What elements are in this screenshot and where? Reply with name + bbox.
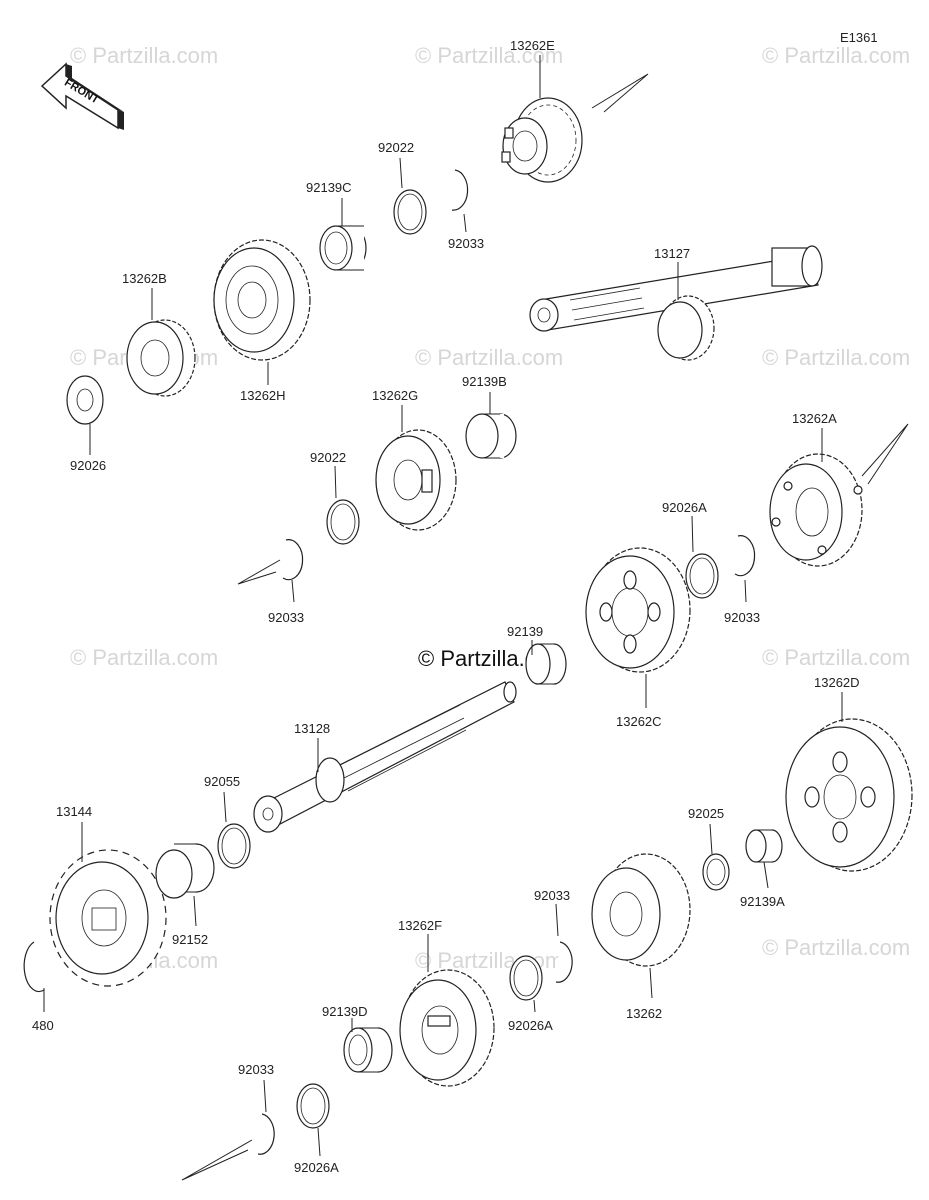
circlip-92033: [257, 1113, 275, 1155]
watermark: © Partzilla.com: [762, 43, 910, 68]
label-92055: 92055: [204, 774, 240, 789]
label-92139D: 92139D: [322, 1004, 368, 1019]
gear-13262B: [126, 319, 196, 397]
washer-92026A: [509, 955, 543, 1001]
label-92033: 92033: [724, 610, 760, 625]
label-92033: 92033: [268, 610, 304, 625]
washer-92022: [393, 189, 427, 235]
washer-92026A: [296, 1083, 330, 1129]
label-13144: 13144: [56, 804, 92, 819]
label-13262F: 13262F: [398, 918, 442, 933]
watermark: © Partzilla.com: [70, 43, 218, 68]
label-92026A: 92026A: [662, 500, 707, 515]
gear-13262A: [769, 453, 863, 567]
shaft-13127: [529, 245, 823, 361]
gear-13262C: [585, 547, 691, 673]
label-13262E: 13262E: [510, 38, 555, 53]
bushing-92139A: [745, 829, 783, 863]
label-13262H: 13262H: [240, 388, 286, 403]
watermark: © Partzilla.com: [762, 345, 910, 370]
bearing-92139C: [319, 225, 367, 271]
circlip-92033: [282, 539, 304, 581]
label-13262A: 13262A: [792, 411, 837, 426]
label-92026A: 92026A: [294, 1160, 339, 1175]
label-92026: 92026: [70, 458, 106, 473]
watermark: © Partzilla.com: [762, 645, 910, 670]
gear-13262F: [399, 969, 495, 1087]
watermark: © Partzilla.com: [415, 345, 563, 370]
label-13128: 13128: [294, 721, 330, 736]
label-92022: 92022: [310, 450, 346, 465]
label-92139C: 92139C: [306, 180, 352, 195]
label-92139B: 92139B: [462, 374, 507, 389]
gear-13262: [591, 853, 691, 967]
bushing-92139B: [465, 413, 517, 459]
watermark: © Partzilla.com: [70, 645, 218, 670]
label-92033: 92033: [534, 888, 570, 903]
watermark: © Partzilla.com: [762, 935, 910, 960]
gear-13262H: [213, 239, 311, 361]
circlip-92033: [451, 169, 469, 211]
label-92026A: 92026A: [508, 1018, 553, 1033]
label-13262G: 13262G: [372, 388, 418, 403]
gear-13262E: [501, 97, 583, 183]
circlip-92033: [734, 535, 756, 577]
label-480: 480: [32, 1018, 54, 1033]
washer-92026: [66, 375, 104, 425]
collar-92152: [155, 843, 215, 899]
gear-13262G: [375, 429, 457, 531]
label-92025: 92025: [688, 806, 724, 821]
label-92022: 92022: [378, 140, 414, 155]
watermark: © Partzilla.com: [415, 43, 563, 68]
label-92152: 92152: [172, 932, 208, 947]
label-92139: 92139: [507, 624, 543, 639]
label-92033: 92033: [238, 1062, 274, 1077]
label-13262D: 13262D: [814, 675, 860, 690]
label-92033: 92033: [448, 236, 484, 251]
gear-13262D: [785, 718, 913, 872]
washer-92022: [326, 499, 360, 545]
front-arrow-icon: FRONT: [40, 62, 124, 130]
ring-92055: [217, 823, 251, 869]
circlip-92033: [555, 941, 573, 983]
label-92139A: 92139A: [740, 894, 785, 909]
diagram-code: E1361: [840, 30, 878, 45]
washer-92026A: [685, 553, 719, 599]
sprocket-13144: [49, 849, 167, 987]
bearing-92139D: [343, 1027, 393, 1073]
circlip-480: [23, 941, 45, 993]
label-13127: 13127: [654, 246, 690, 261]
label-13262: 13262: [626, 1006, 662, 1021]
label-13262C: 13262C: [616, 714, 662, 729]
label-13262B: 13262B: [122, 271, 167, 286]
shaft-13128: [253, 681, 517, 833]
